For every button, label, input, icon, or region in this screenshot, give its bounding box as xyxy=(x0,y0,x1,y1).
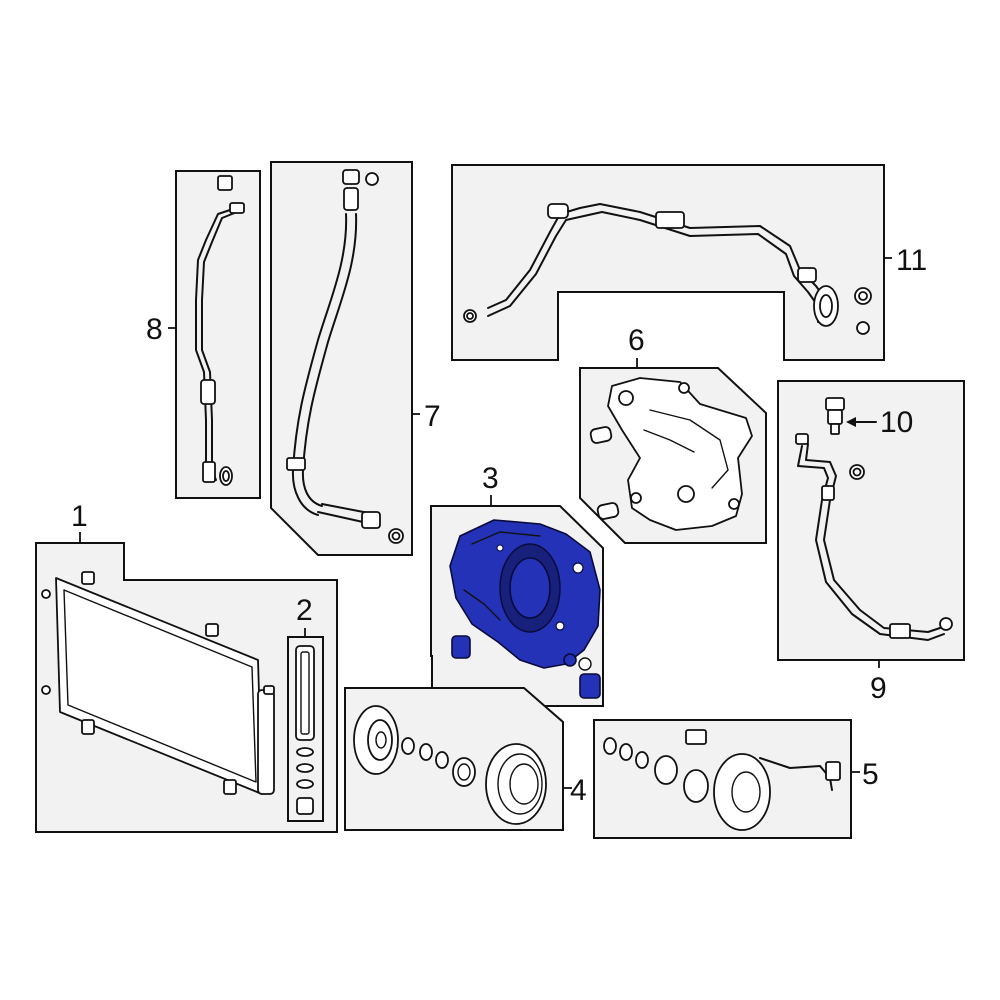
callout-2: 2 xyxy=(296,594,313,627)
panel-11-suction-line[interactable] xyxy=(451,164,885,361)
panel-2-receiver-drier[interactable] xyxy=(287,636,324,822)
callout-8: 8 xyxy=(146,313,163,346)
panel-5-clutch-coil[interactable] xyxy=(593,719,852,839)
callout-10: 10 xyxy=(880,406,913,439)
panel-1-condenser[interactable] xyxy=(35,542,338,833)
panel-3-ac-compressor[interactable] xyxy=(430,505,604,707)
panel-8-pressure-line[interactable] xyxy=(175,170,261,499)
callout-5: 5 xyxy=(862,758,879,791)
panel-7-discharge-hose[interactable] xyxy=(270,161,413,556)
callout-7: 7 xyxy=(424,400,441,433)
panel-6-compressor-bracket[interactable] xyxy=(579,367,767,544)
callout-11: 11 xyxy=(896,244,927,277)
callout-4: 4 xyxy=(570,774,587,807)
callout-3: 3 xyxy=(482,462,499,495)
callout-9: 9 xyxy=(870,672,887,705)
panel-9-liquid-line[interactable] xyxy=(777,380,965,661)
callout-1: 1 xyxy=(71,500,88,533)
callout-6: 6 xyxy=(628,324,645,357)
panel-4-clutch-assembly[interactable] xyxy=(344,687,564,831)
